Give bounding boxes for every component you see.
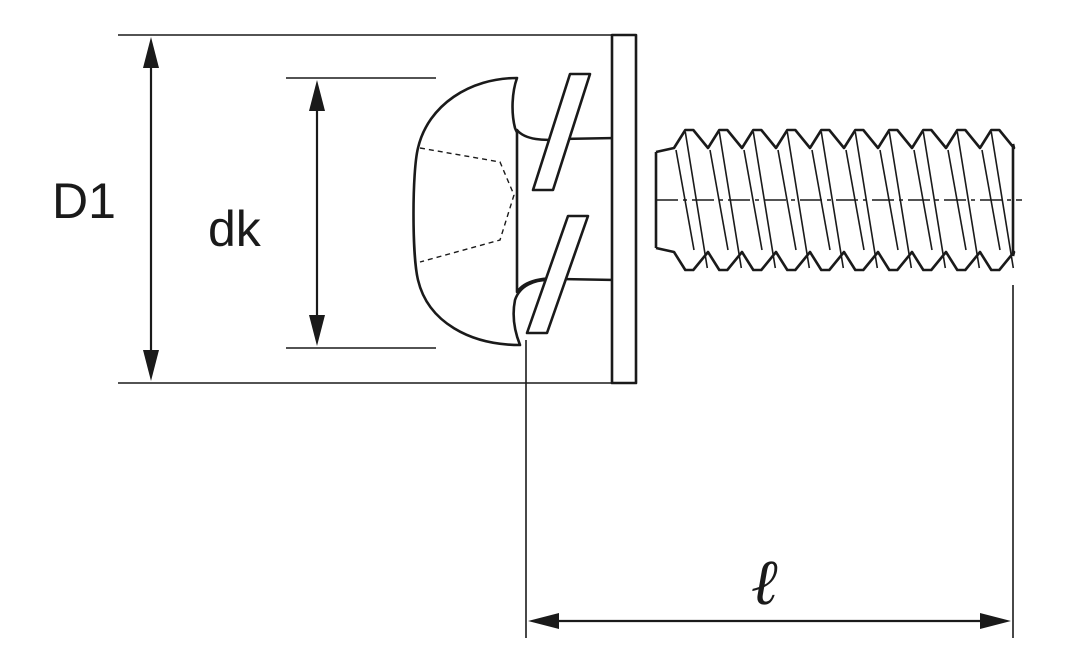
length-label: ℓ	[752, 545, 779, 620]
thread-root-line-2	[743, 149, 763, 251]
dk-dimension: dk	[208, 77, 436, 349]
thread-bottom-profile	[655, 246, 1016, 272]
spring-washer	[525, 72, 592, 335]
d1-arrow-top	[143, 37, 159, 68]
dk-label: dk	[208, 201, 262, 257]
length-arrow-right	[980, 613, 1011, 629]
spring-washer-lower	[525, 214, 590, 335]
d1-arrow-bottom	[143, 350, 159, 381]
thread-crest-line-9	[990, 131, 1015, 269]
thread-crest-line-8	[956, 131, 981, 269]
dk-arrow-bottom	[309, 315, 325, 346]
length-dimension: ℓ	[525, 285, 1014, 638]
thread-top-profile	[655, 128, 1016, 154]
thread-crest-line-7	[922, 131, 947, 269]
spring-washer-upper	[531, 72, 592, 192]
thread-root-line-3	[777, 149, 797, 251]
flat-washer	[610, 33, 638, 385]
d1-label: D1	[52, 173, 116, 229]
thread-crest-line-4	[820, 131, 845, 269]
drive-recess-hidden-lines	[419, 147, 515, 263]
dk-arrow-top	[309, 80, 325, 111]
length-arrow-left	[528, 613, 559, 629]
thread-crest-line-3	[786, 131, 811, 269]
d1-dimension: D1	[52, 34, 612, 384]
